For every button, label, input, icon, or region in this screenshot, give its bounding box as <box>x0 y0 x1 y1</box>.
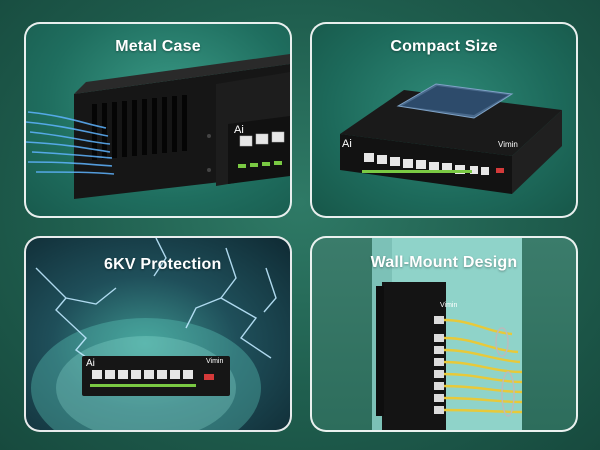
device-brand-label: Ai <box>86 358 95 369</box>
device-brand-label: Ai <box>342 138 352 150</box>
device-brand-right: Vimin <box>440 302 458 309</box>
panel-title: Wall-Mount Design <box>370 254 518 271</box>
panel-title: Compact Size <box>390 38 498 55</box>
wall-mount-panel: Wall-Mount Design Vimin <box>310 236 578 432</box>
device-brand-right: Vimin <box>498 140 518 149</box>
device-brand-right: Vimin <box>206 358 224 365</box>
lightning-illustration <box>31 238 277 430</box>
protection-panel: 6KV Protection Ai Vimin <box>24 236 292 432</box>
metal-case-illustration <box>26 54 290 199</box>
panel-title: Metal Case <box>115 38 201 55</box>
panel-title: 6KV Protection <box>104 256 222 273</box>
metal-case-panel: Metal Case Ai <box>24 22 292 218</box>
compact-size-panel: Compact Size Ai Vimin <box>310 22 578 218</box>
compact-size-illustration <box>340 83 562 194</box>
wall-mount-illustration <box>372 238 523 430</box>
device-brand-label: Ai <box>234 124 244 136</box>
